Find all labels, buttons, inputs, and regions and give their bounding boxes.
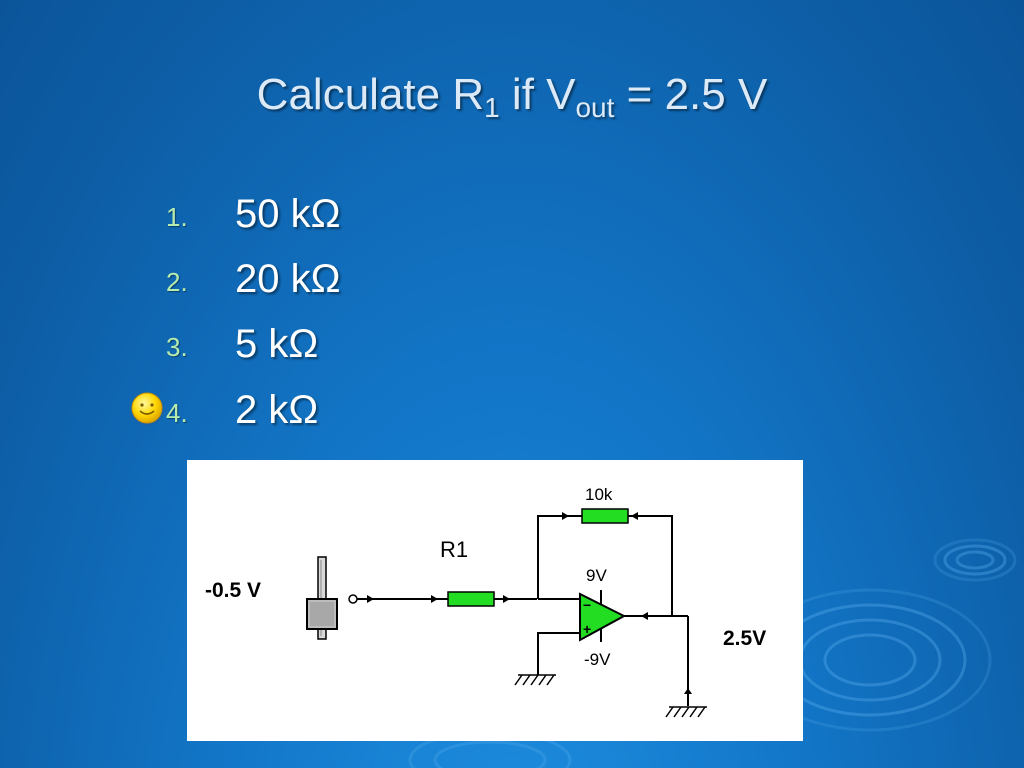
output-voltage-label: 2.5V (723, 627, 766, 650)
arrow-icon (367, 595, 374, 603)
circuit-diagram: -0.5 V R1 10k − + 9V -9V (187, 460, 803, 741)
title-v-subscript: out (575, 92, 615, 123)
title-r-subscript: 1 (484, 92, 500, 123)
positive-supply-label: 9V (586, 566, 607, 585)
resistor-r1 (447, 591, 495, 607)
op-amp-plus: + (583, 621, 591, 637)
negative-supply-label: -9V (584, 650, 611, 669)
answer-option-2[interactable]: 2. 20 kΩ (0, 257, 500, 307)
arrow-icon (503, 595, 510, 603)
input-terminal (348, 594, 358, 604)
arrow-icon (684, 688, 692, 694)
title-middle: if V (499, 70, 576, 119)
ground-icon (665, 706, 707, 718)
answer-number: 1. (166, 202, 188, 232)
arrow-icon (562, 512, 569, 520)
slide-title: Calculate R1 if Vout = 2.5 V (0, 70, 1024, 123)
answer-value: 20 kΩ (235, 257, 341, 301)
answer-number: 3. (166, 332, 188, 362)
answer-option-4[interactable]: 4. 2 kΩ (0, 388, 500, 438)
answer-value: 2 kΩ (235, 388, 319, 432)
feedback-resistor-label: 10k (585, 485, 613, 504)
resistor-r1-label: R1 (440, 537, 468, 562)
ground-icon (514, 674, 556, 686)
answer-number: 2. (166, 267, 188, 297)
arrow-icon (641, 612, 648, 620)
title-suffix: = 2.5 V (614, 70, 768, 119)
title-prefix: Calculate R (256, 70, 485, 119)
op-amp-minus: − (583, 597, 591, 613)
answer-value: 5 kΩ (235, 322, 319, 366)
answer-option-1[interactable]: 1. 50 kΩ (0, 192, 500, 242)
answer-number: 4. (166, 398, 188, 428)
input-slider-icon (306, 556, 338, 640)
answer-value: 50 kΩ (235, 192, 341, 236)
circuit-schematic: -0.5 V R1 10k − + 9V -9V (205, 485, 766, 718)
ground-wire (537, 632, 580, 675)
input-voltage-label: -0.5 V (205, 579, 261, 602)
smiley-icon (131, 392, 164, 426)
arrow-icon (631, 512, 638, 520)
answer-option-3[interactable]: 3. 5 kΩ (0, 322, 500, 372)
arrow-icon (431, 595, 438, 603)
resistor-feedback (581, 508, 629, 524)
